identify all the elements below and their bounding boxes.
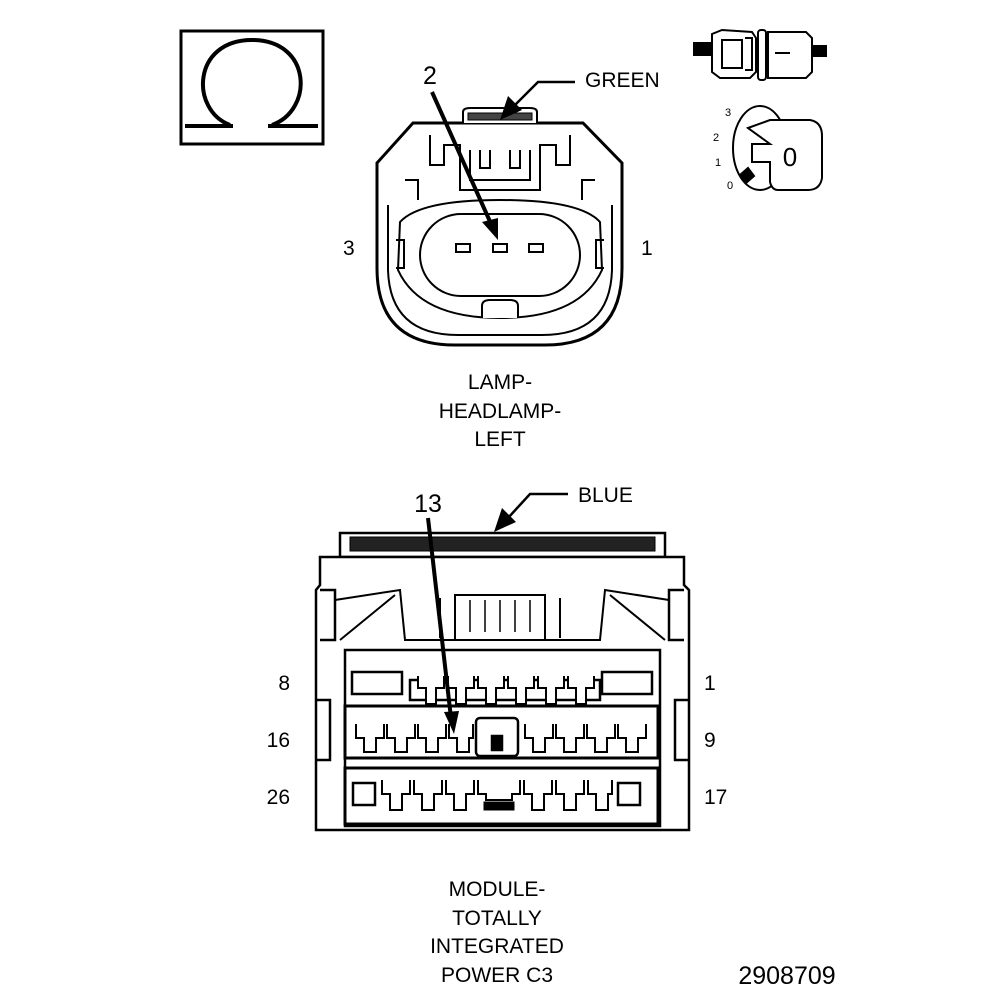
connector2-title-line-2: TOTALLY bbox=[452, 907, 542, 930]
row-1-terminals bbox=[417, 676, 595, 705]
connector2-title-line-1: MODULE- bbox=[449, 878, 546, 901]
ignition-switch-icon bbox=[693, 28, 827, 81]
key-state-label: 0 bbox=[783, 142, 797, 172]
row-2-left-pin-label: 16 bbox=[267, 729, 290, 752]
figure-number: 2908709 bbox=[738, 962, 835, 990]
blue-color-pointer bbox=[494, 492, 568, 532]
connector1-title-line-2: HEADLAMP- bbox=[439, 400, 562, 423]
connector2-title-line-3: INTEGRATED bbox=[430, 935, 564, 958]
headlamp-connector-body bbox=[375, 107, 624, 347]
green-color-pointer bbox=[500, 80, 575, 120]
ignition-position-1: 1 bbox=[715, 157, 721, 169]
ohm-icon bbox=[179, 29, 325, 146]
pin-2-callout-number: 2 bbox=[423, 62, 437, 90]
ignition-position-2: 2 bbox=[713, 132, 719, 144]
ignition-position-3: 3 bbox=[725, 107, 731, 119]
connector1-title-line-3: LEFT bbox=[474, 428, 526, 451]
blue-color-label: BLUE bbox=[578, 484, 633, 507]
ignition-key-icon bbox=[732, 105, 823, 191]
row-3-right-pin-label: 17 bbox=[704, 786, 727, 809]
pin-1-label: 1 bbox=[641, 237, 653, 260]
pin-13-callout-number: 13 bbox=[414, 490, 442, 518]
row-1-right-pin-label: 1 bbox=[704, 672, 716, 695]
row-2-right-pin-label: 9 bbox=[704, 729, 716, 752]
row-3-terminals bbox=[381, 780, 613, 811]
connector2-title-line-4: POWER C3 bbox=[441, 964, 553, 987]
pin-13-pointer bbox=[426, 517, 459, 734]
row-2-terminals bbox=[355, 724, 647, 753]
pin-3-label: 3 bbox=[343, 237, 355, 260]
row-3-left-pin-label: 26 bbox=[267, 786, 290, 809]
pin-2-pointer bbox=[430, 91, 498, 240]
connector1-title-line-1: LAMP- bbox=[468, 371, 532, 394]
row-1-left-pin-label: 8 bbox=[278, 672, 290, 695]
green-color-label: GREEN bbox=[585, 69, 660, 92]
ignition-position-0: 0 bbox=[727, 180, 733, 192]
